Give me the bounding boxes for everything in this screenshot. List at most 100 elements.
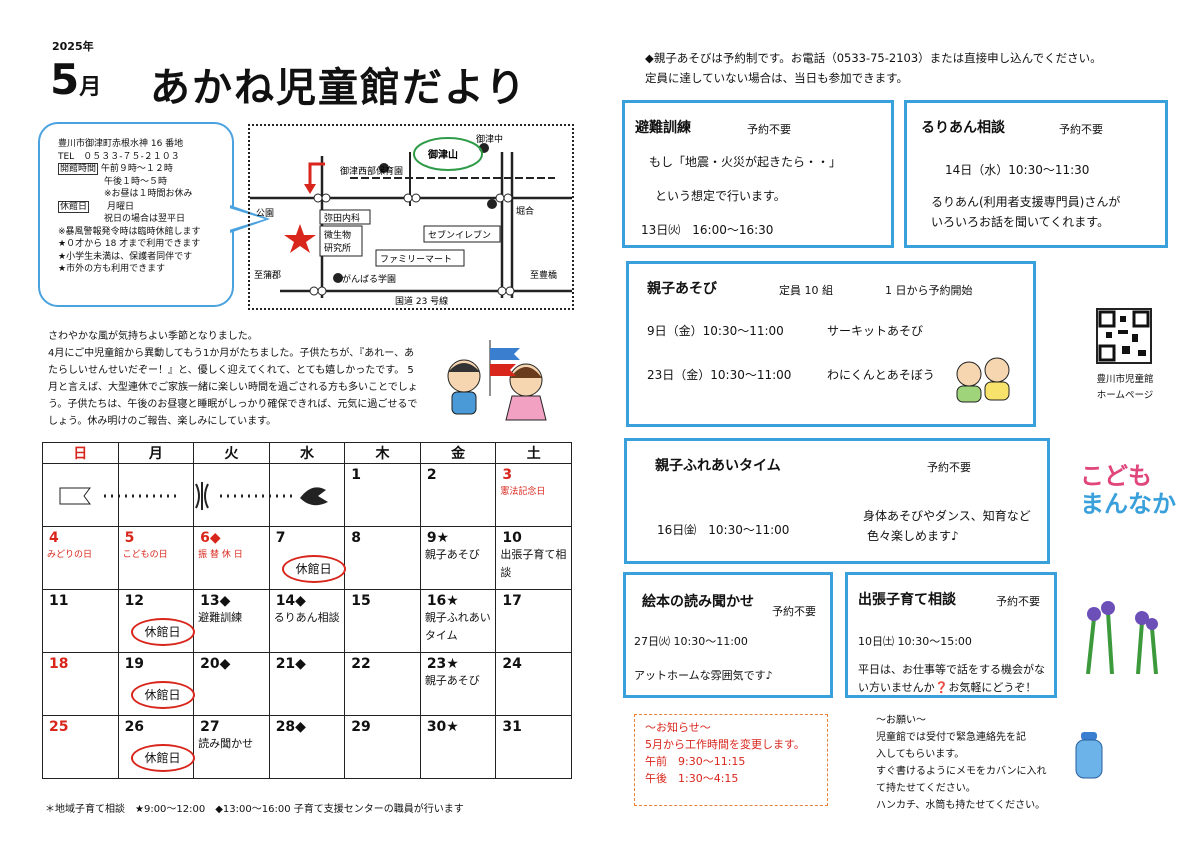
goldenweek-decoration [59,482,328,510]
reservation-line-2: 定員に達していない場合は、当日も参加できます。 [645,71,909,85]
tel: TEL ０５３３-７５-２１０３ [58,151,180,162]
clinic-box [319,209,371,225]
calendar-day: 22 [344,652,421,716]
oyako-s2-time: 23日（金）10:30～11:00 [647,368,792,382]
seven-eleven-dot [487,199,497,209]
day-event: みどりの日 [47,550,93,560]
reservation-line-1: ◆親子あそびは予約制です。お電話（0533-75-2103）または直接申し込んで… [645,51,1102,65]
hinan-title: 避難訓練 [635,120,691,136]
notice-line: 5月から工作時間を変更します。 [645,738,805,751]
request-line: ハンカチ、水筒も持たせてください。 [876,800,1046,811]
oyako-capacity: 定員 10 組 [779,284,833,297]
day-number: 13◆ [200,593,231,609]
kodomo-mannaka-logo: こども まんなか [1080,462,1176,518]
girl-dress [505,395,547,421]
calendar-day: 4 みどりの日 [42,526,119,590]
day-event: 振 替 休 日 [198,550,243,560]
calendar-day: 30★ [419,715,497,779]
hours-note: ※お昼は１時間お休み [104,189,193,199]
hinan-line1: もし「地震・火災が起きたら・・」 [649,155,842,169]
logo-line-2: まんなか [1080,490,1176,518]
signal [309,286,319,296]
calendar-day: 28◆ [268,715,346,779]
rule-4: ★市外の方も利用できます [58,264,166,274]
map-label-route: 国道 23 号線 [395,295,448,307]
map-label-nursery: 御津西部保育園 [340,165,403,177]
day-number: 19 [124,656,145,672]
hinan-tag: 予約不要 [747,123,791,136]
girl-hair [510,367,542,378]
day-number: 21◆ [275,656,306,672]
ehon-time: 27日㈫ 10:30～11:00 [634,635,748,648]
calendar-day: 1 [344,463,421,527]
map-label-gamba: がんばる学園 [342,273,396,285]
logo-line-1: こども [1080,462,1152,490]
weekday-thu: 木 [344,442,421,464]
event-ehon: 絵本の読み聞かせ 予約不要 27日㈫ 10:30～11:00 アットホームな雰囲… [623,572,833,698]
day-number: 31 [502,719,522,735]
hinan-time: 13日㈫ 16:00～16:30 [641,223,774,237]
closed-note: 祝日の場合は翌平日 [104,214,186,224]
hours-label: 開館時間 [58,163,99,175]
closed-day-badge: 休館日 [281,555,346,583]
map-label-horiai: 堀合 [516,205,534,217]
map-label-family: ファミリーマート [380,255,452,265]
fureai-tag: 予約不要 [927,461,971,474]
rule-1: ※暴風警報発令時は臨時休館します [58,226,201,237]
map-label-seven: セブンイレブン [428,229,491,241]
hinan-line2: という想定で行います。 [655,189,786,203]
day-number: 4 [49,530,59,546]
seven-box [423,225,501,243]
closed-day-badge: 休館日 [130,618,195,646]
boy-body [451,391,477,415]
calendar-day: 6◆ 振 替 休 日 [193,526,270,590]
day-number: 27 [200,719,220,735]
oyako-s2-name: わにくんとあそぼう [827,368,935,382]
calendar-day: 31 [495,715,572,779]
boy-hair [448,363,480,372]
map-drawing: 御津中 御津山 御津西部保育園 公園 弥田内科 微生物 研究所 セブンイレブン … [250,133,572,307]
day-number: 5 [124,530,135,546]
weekday-mon: 月 [117,442,195,464]
day-number: 17 [502,593,522,609]
rurian-desc2: いろいろお話を聞いてくれます。 [931,215,1110,229]
qr-code-icon [1098,310,1150,362]
mitsuyama-oval [413,137,483,171]
day-number: 28◆ [275,719,306,735]
fureai-desc2: 色々楽しめます♪ [867,529,959,543]
month: 5月 [50,55,101,104]
koinobori-red [490,364,516,376]
shucho-desc2: い方いませんか❓お気軽にどうぞ！ [858,681,1037,694]
signal [403,193,413,203]
oyako-s1-time: 9日（金）10:30～11:00 [647,324,784,338]
shucho-tag: 予約不要 [996,595,1040,608]
hours-am: 午前９時～１２時 [100,164,173,174]
day-number: 6◆ [200,530,221,546]
map-label-lab2: 研究所 [324,242,351,254]
info-bubble: 豊川市御津町赤根水神 16 番地 TEL ０５３３-７５-２１０３ 開館時間 午… [38,122,234,307]
shucho-desc1: 平日は、お仕事等で話をする機会がな [858,663,1045,676]
calendar-day: 21◆ [268,652,346,716]
day-number: 24 [502,656,522,672]
month-suffix: 月 [79,75,102,100]
intro-text: さわやかな風が気持ちよい季節となりました。 4月にご中児童館から異動してもう1か… [48,331,418,427]
map-label-kamagori: 至蒲郡 [254,269,281,281]
oyako-start: 1 日から予約開始 [885,284,973,297]
rule-3: ★小学生未満は、保護者同伴です [58,251,193,262]
month-number: 5 [50,55,80,104]
map-label-park: 公園 [256,208,274,219]
calendar-day: 16★親子ふれあいタイム [419,589,497,653]
signal [497,286,507,296]
qr-code[interactable] [1096,308,1152,364]
weekday-fri: 金 [419,442,497,464]
fureai-time: 16日㈮ 10:30～11:00 [657,523,790,537]
